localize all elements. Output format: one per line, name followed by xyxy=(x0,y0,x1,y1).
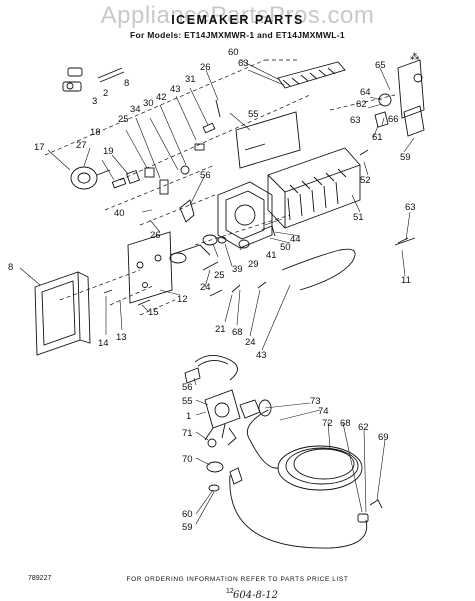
tube-end-fittings xyxy=(357,499,383,523)
icemaker-housing xyxy=(217,181,273,249)
mounting-bracket xyxy=(235,111,301,169)
callout-21: 24 xyxy=(200,282,211,293)
callout-1: 1 xyxy=(186,411,191,422)
callout-31: 34 xyxy=(130,104,141,115)
callout-2: 2 xyxy=(103,88,108,99)
callout-26: 26 xyxy=(150,230,161,241)
callout-25-label: 25 xyxy=(214,270,225,281)
page-number: 12 xyxy=(226,588,234,595)
callout-17: 17 xyxy=(34,142,45,153)
callout-34: 42 xyxy=(156,92,167,103)
fill-cup-assembly xyxy=(374,59,425,137)
top-screws xyxy=(194,99,221,151)
callout-13: 13 xyxy=(116,332,127,343)
callout-55: 55 xyxy=(182,396,193,407)
callout-71: 71 xyxy=(182,428,193,439)
models-subtitle: For Models: ET14JMXMWR-1 and ET14JMXMWL-… xyxy=(130,30,345,40)
callout-9: ⁂ xyxy=(410,52,420,63)
callout-23: 26 xyxy=(200,62,211,73)
callout-8: 8 xyxy=(8,262,13,273)
mounting-plate xyxy=(127,231,211,304)
callout-60-top: 61 xyxy=(372,132,383,143)
callout-3: 3 xyxy=(92,96,97,107)
mounting-screw xyxy=(394,237,416,246)
callout-14: 14 xyxy=(98,338,109,349)
callout-70: 70 xyxy=(182,454,193,465)
callout-22: 25 xyxy=(118,114,129,125)
ejector-bar xyxy=(277,61,346,89)
front-cover xyxy=(34,271,91,356)
diagram-code: 789227 xyxy=(28,575,52,582)
callout-19: 19 xyxy=(103,146,114,157)
switch-parts xyxy=(111,165,190,195)
callout-62-right: 63 xyxy=(405,202,416,213)
callout-37: 44 xyxy=(290,234,301,245)
callout-50: 52 xyxy=(360,175,371,186)
callout-32: 40 xyxy=(114,208,125,219)
callout-59: 59 xyxy=(182,522,193,533)
water-valve xyxy=(184,367,272,441)
inlet-fittings xyxy=(62,67,125,92)
callout-20: 21 xyxy=(215,324,226,335)
callout-39: 50 xyxy=(280,242,291,253)
motor xyxy=(70,166,111,190)
callout-11: 11 xyxy=(401,275,411,286)
callout-43-label: 43 xyxy=(256,350,267,361)
watermark: AppliancePartsPros.com xyxy=(100,2,375,29)
callout-60: 60 xyxy=(182,509,193,520)
ice-mold xyxy=(267,147,361,229)
shutoff-arm xyxy=(179,199,195,223)
callout-24-low-label: 24 xyxy=(245,337,256,348)
gear-parts xyxy=(202,225,276,249)
callout-24: 27 xyxy=(76,140,87,151)
callout-61: 62 xyxy=(356,99,367,110)
callout-64: 65 xyxy=(375,60,386,71)
callout-56-label: 56 xyxy=(182,382,193,393)
callout-62-top: 63 xyxy=(350,115,361,126)
callout-68: 68 xyxy=(340,418,351,429)
screws xyxy=(103,149,409,306)
callout-44: 63 xyxy=(238,58,249,69)
callout-74: 74 xyxy=(318,406,329,417)
handwritten-note: 604-8-12 xyxy=(233,590,278,601)
callout-18: 18 xyxy=(90,127,101,138)
fill-tube-heater xyxy=(281,248,356,291)
callout-4: 8 xyxy=(124,78,129,89)
callout-41: 60 xyxy=(228,47,239,58)
callout-63: 64 xyxy=(360,87,371,98)
tube-fittings xyxy=(206,427,243,492)
callout-12: 12 xyxy=(177,294,188,305)
callout-51-label: 51 xyxy=(353,212,364,223)
callout-69: 69 xyxy=(378,432,389,443)
page-title: ICEMAKER PARTS xyxy=(171,13,304,27)
callout-73: 73 xyxy=(310,396,321,407)
wire-harness xyxy=(194,355,238,381)
callout-15: 15 xyxy=(148,307,159,318)
callout-26-mid: 29 xyxy=(248,259,259,270)
callout-66: 68 xyxy=(232,327,243,338)
callout-52: 59 xyxy=(400,152,411,163)
callout-40: 55 xyxy=(248,109,259,120)
callout-42: 56 xyxy=(200,170,211,181)
callout-27: 30 xyxy=(143,98,154,109)
callout-65: 66 xyxy=(388,114,399,125)
callout-30: 39 xyxy=(232,264,243,275)
ordering-note: FOR ORDERING INFORMATION REFER TO PARTS … xyxy=(126,576,349,583)
water-supply-tube xyxy=(229,409,368,549)
callout-36: 43 xyxy=(170,84,181,95)
callout-72: 72 xyxy=(322,418,333,429)
callout-62-low: 62 xyxy=(358,422,369,433)
callout-29: 31 xyxy=(185,74,196,85)
callout-33: 41 xyxy=(266,250,277,261)
